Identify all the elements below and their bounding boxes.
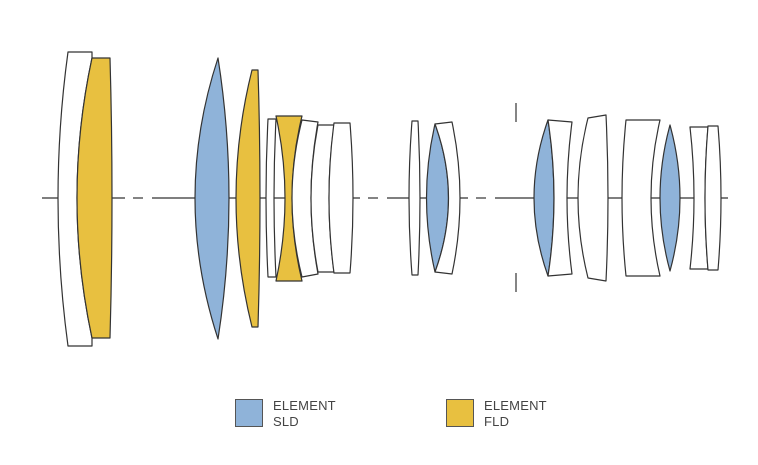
fld-swatch (446, 399, 474, 427)
sld-legend-label: ELEMENT SLD (273, 398, 336, 430)
lens-element-9 (577, 114, 609, 282)
fld-element-1 (76, 57, 113, 339)
lens-element-7 (434, 121, 461, 275)
fld-element-2 (235, 69, 261, 328)
lens-element-6 (408, 120, 421, 276)
sld-swatch (235, 399, 263, 427)
sld-legend-line1: ELEMENT (273, 398, 336, 413)
lens-element-10 (621, 119, 661, 277)
legend-fld: ELEMENT FLD (446, 398, 547, 430)
legend-sld: ELEMENT SLD (235, 398, 336, 430)
fld-legend-label: ELEMENT FLD (484, 398, 547, 430)
sld-legend-line2: SLD (273, 414, 299, 429)
fld-legend-line2: FLD (484, 414, 510, 429)
sld-element-1 (194, 57, 230, 340)
lens-element-2 (265, 118, 277, 278)
fld-legend-line1: ELEMENT (484, 398, 547, 413)
lens-element-12 (704, 125, 722, 271)
lens-element-8 (547, 119, 573, 277)
sld-element-4 (659, 124, 681, 272)
lens-element-5 (328, 122, 354, 274)
